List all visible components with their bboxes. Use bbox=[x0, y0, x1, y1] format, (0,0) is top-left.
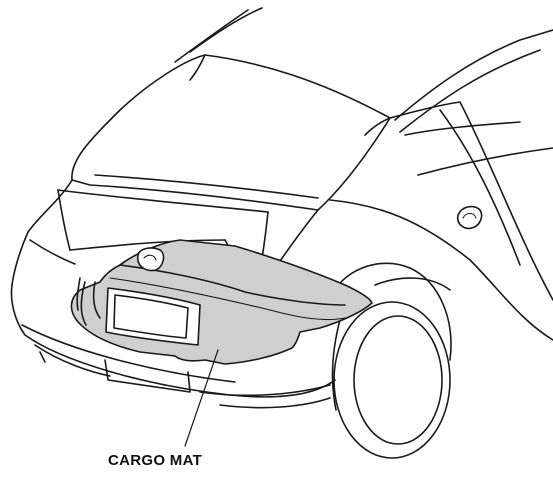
license-plate bbox=[105, 287, 201, 346]
side-body bbox=[329, 101, 553, 341]
rear-wheel bbox=[329, 262, 452, 459]
cargo-mat-label: CARGO MAT bbox=[108, 452, 203, 469]
callout-leader-line bbox=[184, 349, 219, 447]
roof-outline bbox=[174, 7, 553, 133]
rear-left-details bbox=[29, 239, 101, 326]
rear-bumper bbox=[10, 284, 336, 409]
